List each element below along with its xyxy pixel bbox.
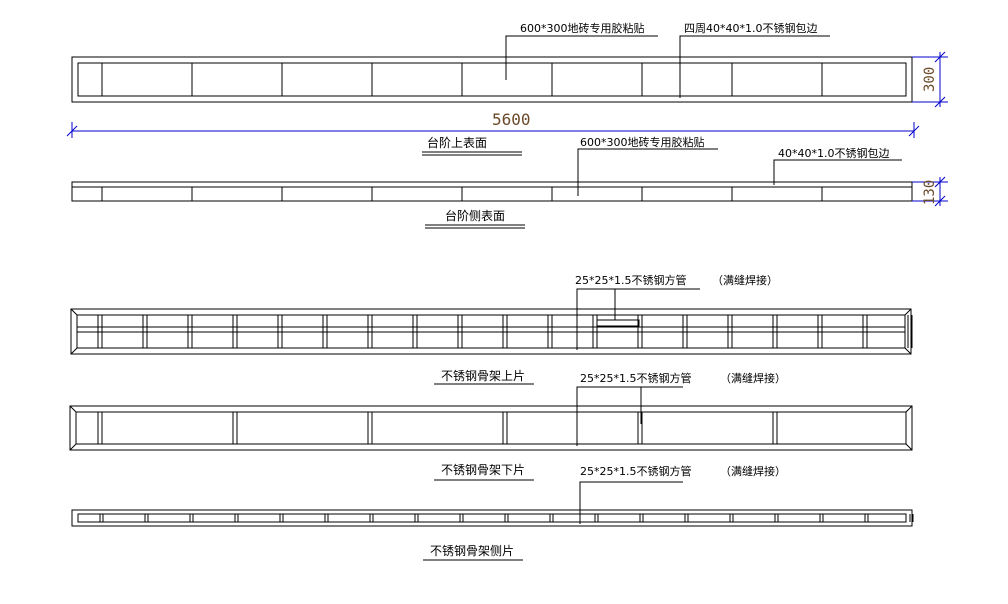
frame-bottom-corner-tr [905, 405, 913, 413]
frame-bottom-outer [69, 405, 913, 451]
frame-bottom-cross-tubes [97, 412, 778, 444]
frame-side-piece-view: 25*25*1.5不锈钢方管 （满缝焊接） 不锈钢骨架侧片 [71, 464, 914, 561]
frame-bottom-inner [75, 411, 907, 445]
top-surface-outer-edge [71, 56, 913, 103]
frame-bottom-corner-tl [69, 405, 77, 413]
side-tile-label: 600*300地砖专用胶粘贴 [580, 135, 705, 149]
top-surface-title: 台阶上表面 [427, 135, 487, 150]
frame-top-outer [70, 308, 912, 355]
frame-top-corner-tl [70, 308, 78, 316]
frame-side-tube-leader [579, 481, 683, 524]
side-height-tick-top [934, 176, 946, 188]
side-surface-title: 台阶侧表面 [445, 208, 505, 223]
frame-side-weld-label: （满缝焊接） [720, 464, 786, 478]
frame-top-weld-label: （满缝焊接） [712, 273, 778, 287]
frame-bottom-corner-bl [69, 443, 77, 451]
frame-top-tube-label: 25*25*1.5不锈钢方管 [575, 273, 687, 287]
length-dimension-tick-right [908, 125, 920, 137]
frame-side-tube-label: 25*25*1.5不锈钢方管 [580, 464, 692, 478]
frame-bottom-tube-label: 25*25*1.5不锈钢方管 [580, 371, 692, 385]
height-dimension-tick-top [934, 51, 946, 63]
frame-top-corner-bl [70, 347, 78, 355]
top-surface-view: 600*300地砖专用胶粘贴 四周40*40*1.0不锈钢包边 5600 300… [66, 21, 948, 156]
top-edge-leader [679, 35, 830, 98]
frame-top-corner-br [904, 347, 912, 355]
side-edge-leader [773, 159, 902, 185]
side-surface-outer-edge [71, 181, 913, 202]
top-edge-label: 四周40*40*1.0不锈钢包边 [684, 22, 818, 35]
side-surface-tile-joints [101, 187, 823, 201]
top-surface-inner-edge [77, 62, 907, 97]
height-dimension-text: 300 [922, 67, 938, 92]
frame-bottom-weld-label: （满缝焊接） [720, 371, 786, 385]
side-surface-view: 600*300地砖专用胶粘贴 40*40*1.0不锈钢包边 130 台阶侧表面 [71, 135, 948, 229]
side-tile-leader [577, 148, 718, 196]
frame-bottom-corner-br [905, 443, 913, 451]
frame-side-inner [77, 513, 907, 523]
frame-top-cross-tubes [97, 315, 913, 348]
frame-top-title: 不锈钢骨架上片 [441, 369, 525, 383]
frame-side-title: 不锈钢骨架侧片 [430, 544, 514, 558]
side-edge-label: 40*40*1.0不锈钢包边 [778, 147, 890, 160]
frame-side-outer [71, 509, 913, 527]
top-tile-label: 600*300地砖专用胶粘贴 [520, 21, 645, 35]
frame-top-callout-box [596, 319, 640, 327]
frame-top-corner-tr [904, 308, 912, 316]
side-height-tick-bottom [934, 195, 946, 207]
frame-bottom-title: 不锈钢骨架下片 [441, 463, 525, 477]
frame-bottom-tube-leader [576, 386, 683, 446]
frame-bottom-piece-view: 25*25*1.5不锈钢方管 （满缝焊接） 不锈钢骨架下片 [69, 371, 913, 481]
length-dimension-tick-left [66, 125, 78, 137]
length-dimension-text: 5600 [492, 110, 531, 129]
height-dimension-tick-bottom [934, 96, 946, 108]
side-height-dimension-text: 130 [922, 180, 938, 205]
frame-side-cross-tubes [99, 514, 914, 522]
top-tile-leader [505, 35, 658, 80]
top-surface-tile-joints [101, 63, 823, 96]
frame-top-piece-view: 25*25*1.5不锈钢方管 （满缝焊接） 不锈钢骨架上片 [70, 273, 913, 385]
